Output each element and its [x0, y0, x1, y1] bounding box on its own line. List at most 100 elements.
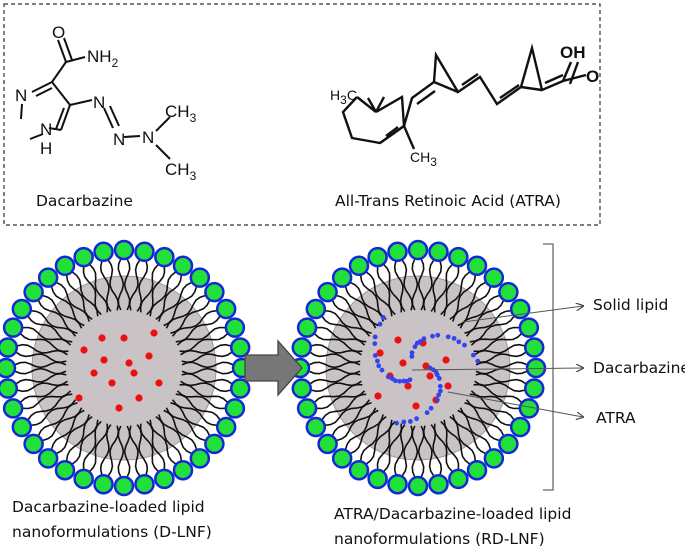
atra-dot [436, 376, 442, 381]
lipid-headgroup [54, 255, 76, 277]
dacarbazine-dot [150, 329, 158, 337]
atom-ch3-bottom: CH3 [165, 160, 197, 183]
lipid-tail [37, 300, 78, 334]
lipid-headgroup [23, 281, 44, 303]
lipid-tail [123, 425, 131, 478]
dacarbazine-dot [98, 334, 106, 342]
atra-dot [409, 350, 415, 356]
lipid-tail [158, 281, 192, 322]
atom-n3: N [142, 128, 154, 147]
atra-dot [437, 383, 443, 389]
leader-atra [447, 391, 583, 417]
lipid-headgroup [229, 378, 251, 399]
dacarbazine-dot [444, 382, 452, 390]
lipid-headgroup [224, 398, 246, 419]
lipid-headgroup [498, 281, 519, 303]
lipid-tail [449, 415, 477, 461]
lipid-tail [433, 263, 453, 313]
lipid-headgroup [367, 468, 388, 490]
atom-n1: N [93, 93, 105, 112]
atra-dot [394, 420, 400, 426]
lipid-tail [82, 266, 102, 316]
atom-h: H [40, 139, 52, 158]
lipid-tail [89, 423, 109, 473]
atra-dot [428, 405, 434, 411]
lipid-tail [71, 419, 99, 465]
structures-box [3, 3, 601, 226]
dacarbazine-dot [394, 336, 402, 344]
lipid-tail [136, 424, 149, 475]
lipid-headgroup [154, 468, 175, 490]
dacarbazine-dot [426, 372, 434, 380]
atra-dot [471, 352, 476, 358]
dacarbazine-dot [75, 394, 83, 402]
dacarbazine-structure [20, 37, 171, 160]
lipid-tail [165, 294, 206, 329]
atra-dot [409, 354, 415, 359]
atra-dot [372, 341, 378, 347]
legend-dacarbazine: Dacarbazine [593, 359, 685, 377]
atra-dot [401, 419, 407, 425]
lipid-tail [350, 414, 384, 455]
leader-solid-lipid [462, 306, 583, 323]
lipid-headgroup [331, 448, 353, 469]
lipid-tail [149, 271, 177, 317]
atra-dot [462, 342, 467, 348]
dacarbazine-dot [399, 359, 407, 367]
lipid-tail [163, 409, 198, 450]
dacarbazine-dot [412, 402, 420, 410]
lipid-tail [171, 309, 217, 337]
lipid-tail [473, 383, 523, 403]
atra-dot [372, 334, 378, 340]
lipid-headgroup [2, 317, 24, 338]
lipid-tail [325, 399, 371, 427]
lipid-headgroup [11, 416, 33, 438]
atra-dot [451, 335, 457, 341]
lipid-tail [422, 259, 435, 311]
lipid-headgroup [54, 459, 76, 481]
lipid-tail [311, 380, 362, 393]
atra-dot [433, 369, 439, 375]
lipid-tail [336, 407, 377, 442]
lipid-tail [65, 275, 93, 321]
d-lnf-caption-line1: Dacarbazine-loaded lipid [12, 498, 205, 516]
lipid-headgroup [73, 246, 94, 268]
dacarbazine-dot [115, 404, 123, 412]
atra-dot [372, 353, 378, 358]
legend-solid-lipid: Solid lipid [593, 296, 669, 314]
lipid-tail [128, 259, 141, 311]
lipid-headgroup [93, 241, 114, 263]
lipid-tail [452, 281, 486, 322]
lipid-headgroup [113, 475, 135, 497]
lipid-tail [457, 409, 492, 450]
lipid-tail [107, 425, 120, 477]
lipid-tail [22, 390, 72, 410]
atra-dot [414, 340, 420, 346]
lipid-headgroup [215, 298, 237, 320]
atom-h3c: H3C [330, 87, 357, 107]
atra-dot [379, 367, 385, 373]
lipid-headgroup [483, 448, 505, 469]
lipid-tail [31, 399, 77, 427]
lipid-headgroup [291, 378, 313, 399]
lipid-core [325, 275, 511, 461]
dacarbazine-label: Dacarbazine [36, 192, 133, 210]
atra-dot [430, 333, 435, 339]
lipid-headgroup [331, 267, 353, 288]
lipid-headgroup [296, 317, 318, 338]
lipid-tail [176, 326, 226, 346]
lipid-tail [139, 263, 159, 313]
lipid-tail [465, 309, 511, 337]
lipid-headgroup [296, 398, 318, 419]
lipid-headgroup [134, 473, 155, 495]
lipid-headgroup [0, 337, 19, 358]
lipid-headgroup [229, 337, 251, 358]
lipid-tail [376, 266, 396, 316]
atom-oh: OH [560, 43, 586, 62]
dacarbazine-dot [90, 369, 98, 377]
lipid-headgroup [466, 255, 488, 277]
lipid-tail [331, 300, 372, 334]
lipid-headgroup [73, 468, 94, 490]
dacarbazine-dot [135, 394, 143, 402]
atra-dot [475, 358, 481, 364]
